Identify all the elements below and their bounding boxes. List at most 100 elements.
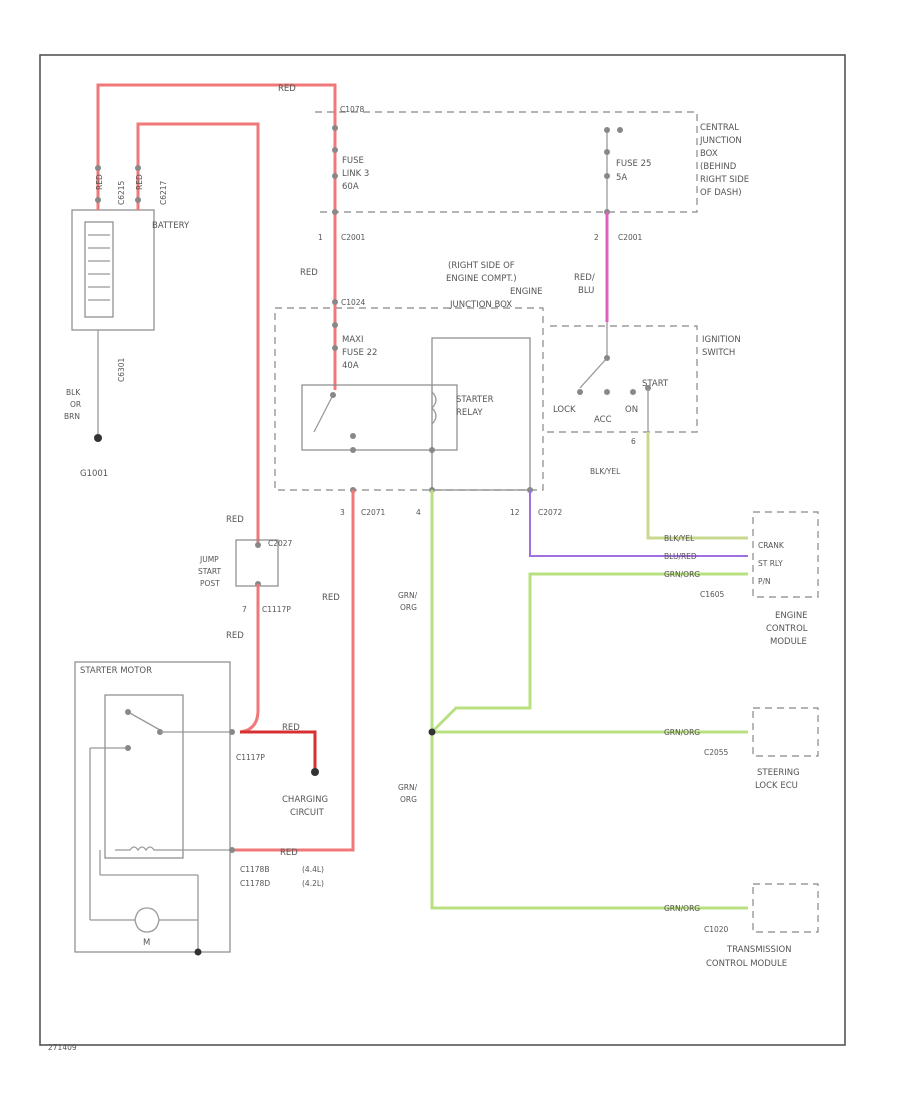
charging-circuit-terminal bbox=[311, 768, 319, 776]
relay-coil bbox=[431, 391, 437, 425]
engine-control-module bbox=[752, 511, 819, 598]
wire-grn-org-relay-bus bbox=[430, 490, 748, 910]
connector-c1117p-b: C1117P bbox=[236, 753, 265, 762]
connector-c1178b-note: (4.4L) bbox=[302, 865, 324, 874]
wire-label-red-bat2: RED bbox=[135, 174, 144, 190]
pin-6: 6 bbox=[631, 437, 636, 446]
connector-c6215: C6215 bbox=[117, 180, 126, 205]
ecm-pin-pn: P/N bbox=[758, 577, 771, 586]
maxi-fuse-label-1: MAXI bbox=[342, 335, 363, 345]
wire-red-charging bbox=[240, 730, 317, 772]
ecm-label-2: CONTROL bbox=[766, 624, 808, 634]
ecm-wire-1: BLK/YEL bbox=[664, 534, 695, 543]
wire-label-red-sol: RED bbox=[280, 848, 298, 858]
fuse-link-label-2: LINK 3 bbox=[342, 169, 369, 179]
splice-green bbox=[428, 728, 436, 736]
wire-label-blk: BLK bbox=[66, 388, 81, 397]
tcm-wire: GRN/ORG bbox=[664, 904, 700, 913]
ecm-pin-st-rly: ST RLY bbox=[758, 559, 783, 568]
pin-1-c2001: 1 bbox=[318, 233, 323, 242]
wire-blk-yel-to-ecm bbox=[646, 432, 748, 540]
connector-c2055: C2055 bbox=[704, 748, 729, 757]
cjb-label-2: JUNCTION bbox=[699, 136, 742, 146]
steering-lock-label-2: LOCK ECU bbox=[755, 781, 798, 791]
fuse-25-label: FUSE 25 bbox=[616, 159, 651, 169]
ignition-label-2: SWITCH bbox=[702, 348, 735, 358]
maxi-fuse-label-2: FUSE 22 bbox=[342, 348, 377, 358]
cjb-label-6: OF DASH) bbox=[700, 188, 742, 198]
wire-label-red-bat1: RED bbox=[95, 174, 104, 190]
wire-label-red-top: RED bbox=[278, 84, 296, 94]
jump-start-label-1: JUMP bbox=[199, 555, 219, 564]
relay-switch bbox=[313, 394, 334, 433]
connector-c6217: C6217 bbox=[159, 180, 168, 205]
ignition-label-1: IGNITION bbox=[702, 335, 741, 345]
central-junction-box bbox=[315, 111, 698, 213]
ground-g1001 bbox=[94, 434, 102, 442]
wire-label-grn-org-4: ORG bbox=[400, 795, 417, 804]
connector-c1178d-note: (4.2L) bbox=[302, 879, 324, 888]
ecm-label-1: ENGINE bbox=[775, 611, 808, 621]
jump-start-label-2: START bbox=[198, 567, 222, 576]
ejb-label-2: ENGINE COMPT.) bbox=[446, 274, 517, 284]
ignition-pos-lock: LOCK bbox=[553, 405, 576, 415]
charging-label-1: CHARGING bbox=[282, 795, 328, 805]
wire-label-red-blu-1: RED/ bbox=[574, 273, 595, 283]
ignition-pos-start: START bbox=[642, 379, 669, 389]
starter-relay-inner bbox=[301, 384, 458, 451]
ground-label-g1001: G1001 bbox=[80, 469, 108, 479]
starter-motor-label: STARTER MOTOR bbox=[80, 666, 152, 676]
connector-c2027: C2027 bbox=[268, 539, 293, 548]
wire-label-brn: BRN bbox=[64, 412, 80, 421]
connector-c1078: C1078 bbox=[340, 105, 365, 114]
fuse-link-amp: 60A bbox=[342, 182, 359, 192]
connector-c1178b: C1178B bbox=[240, 865, 269, 874]
wire-label-red-blu-2: BLU bbox=[578, 286, 594, 296]
wire-red-battery-to-fuselink bbox=[96, 83, 337, 210]
cjb-label-5: RIGHT SIDE bbox=[700, 175, 749, 185]
wire-label-blk-yel: BLK/YEL bbox=[590, 467, 621, 476]
ecm-wire-3: GRN/ORG bbox=[664, 570, 700, 579]
tcm-label-1: TRANSMISSION bbox=[726, 945, 792, 955]
steering-lock-wire: GRN/ORG bbox=[664, 728, 700, 737]
pin-3: 3 bbox=[340, 508, 345, 517]
battery-label: BATTERY bbox=[152, 221, 190, 231]
engine-junction-box bbox=[274, 307, 544, 491]
ignition-pos-acc: ACC bbox=[594, 415, 612, 425]
battery bbox=[71, 209, 155, 331]
wire-label-grn-org-2: ORG bbox=[400, 603, 417, 612]
starter-relay-label-1: STARTER bbox=[456, 395, 494, 405]
pin-4: 4 bbox=[416, 508, 421, 517]
ecm-wire-2: BLU/RED bbox=[664, 552, 697, 561]
maxi-fuse-label-3: 40A bbox=[342, 361, 359, 371]
ecm-label-3: MODULE bbox=[770, 637, 807, 647]
ignition-switch-box bbox=[543, 325, 698, 433]
motor-m bbox=[90, 907, 198, 933]
connector-c1178d: C1178D bbox=[240, 879, 270, 888]
ignition-pos-on: ON bbox=[625, 405, 638, 415]
wire-red-battery-to-jumpstart bbox=[136, 122, 260, 545]
connector-c2001-left: C2001 bbox=[341, 233, 366, 242]
connector-c1020: C1020 bbox=[704, 925, 729, 934]
steering-lock-label-1: STEERING bbox=[757, 768, 800, 778]
wire-label-grn-org-1: GRN/ bbox=[398, 591, 418, 600]
pin-7: 7 bbox=[242, 605, 247, 614]
diagram-frame bbox=[39, 54, 846, 1046]
cjb-label-3: BOX bbox=[700, 149, 718, 159]
starter-motor bbox=[74, 661, 231, 953]
cjb-label-4: (BEHIND bbox=[700, 162, 737, 172]
solenoid-coil bbox=[115, 846, 183, 852]
pin-12: 12 bbox=[510, 508, 520, 517]
wire-red-relay-to-solenoid bbox=[232, 490, 355, 852]
jump-start-label-3: POST bbox=[200, 579, 220, 588]
connector-c2072: C2072 bbox=[538, 508, 563, 517]
starter-solenoid bbox=[104, 694, 184, 859]
ejb-label-3: ENGINE bbox=[510, 287, 543, 297]
wire-label-red-charge: RED bbox=[282, 723, 300, 733]
connector-c1605: C1605 bbox=[700, 590, 725, 599]
starter-relay-label-2: RELAY bbox=[456, 408, 483, 418]
fuse-link-label: FUSE bbox=[342, 156, 364, 166]
ejb-label-4: JUNCTION BOX bbox=[449, 300, 512, 310]
ejb-label-1: (RIGHT SIDE OF bbox=[448, 261, 515, 271]
